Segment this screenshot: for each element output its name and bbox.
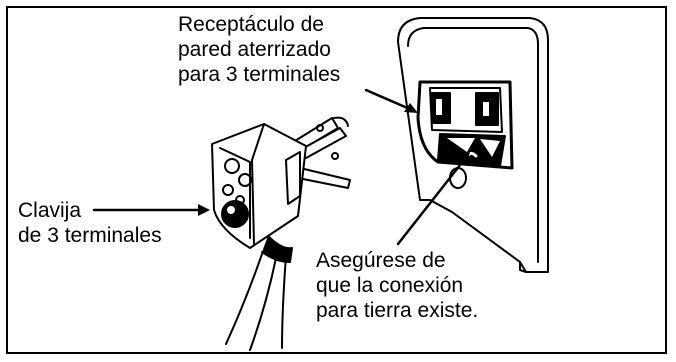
plug-leader xyxy=(92,204,210,216)
receptacle-label-line: Receptáculo de xyxy=(178,13,324,36)
receptacle-label-line: pared aterrizado xyxy=(178,38,331,61)
receptacle-label: Receptáculo de pared aterrizado para 3 t… xyxy=(178,12,340,87)
three-prong-plug-icon xyxy=(211,116,351,351)
plug-label-line: Clavija xyxy=(18,199,82,222)
ground-leader xyxy=(396,152,470,246)
plug-label-line: de 3 terminales xyxy=(18,224,162,247)
receptacle-label-line: para 3 terminales xyxy=(178,63,341,86)
receptacle-leader xyxy=(364,88,418,113)
ground-check-label: Asegúrese de que la conexión para tierra… xyxy=(316,248,478,323)
ground-check-label-line: para tierra existe. xyxy=(316,299,479,322)
grounded-wall-receptacle-icon xyxy=(416,80,514,189)
ground-check-label-line: que la conexión xyxy=(316,274,464,297)
plug-label: Clavija de 3 terminales xyxy=(18,198,162,248)
ground-check-label-line: Asegúrese de xyxy=(316,249,446,272)
